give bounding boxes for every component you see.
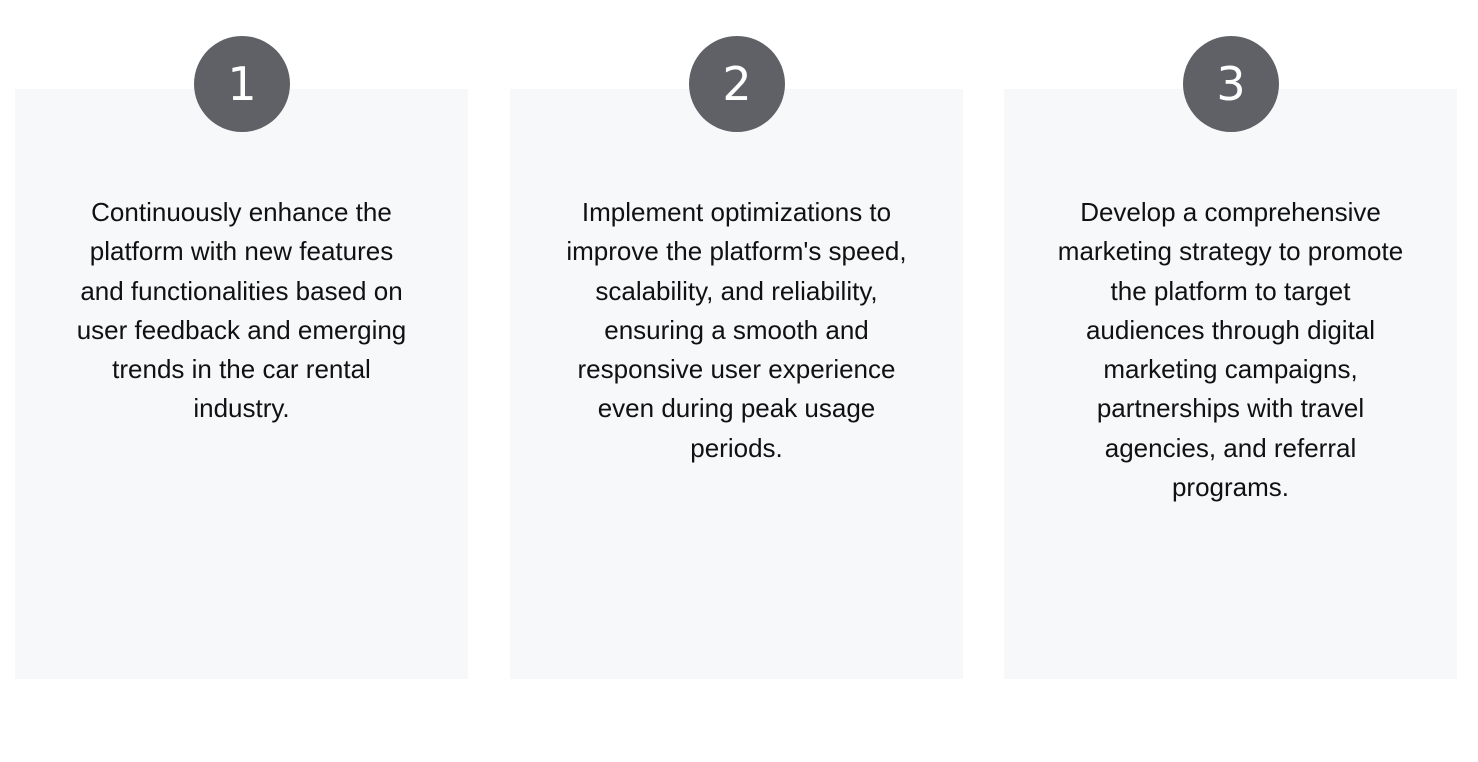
step-2-number-badge: 2 (689, 36, 785, 132)
step-card-3: Develop a comprehensive marketing strate… (1004, 89, 1457, 679)
step-1-description: Continuously enhance the platform with n… (76, 197, 407, 424)
step-card-2: Implement optimizations to improve the p… (510, 89, 963, 679)
step-1-number-badge: 1 (194, 36, 290, 132)
step-2-description: Implement optimizations to improve the p… (566, 197, 907, 463)
step-3-description: Develop a comprehensive marketing strate… (1057, 197, 1404, 503)
step-card-1: Continuously enhance the platform with n… (15, 89, 468, 679)
step-3-number-badge: 3 (1183, 36, 1279, 132)
